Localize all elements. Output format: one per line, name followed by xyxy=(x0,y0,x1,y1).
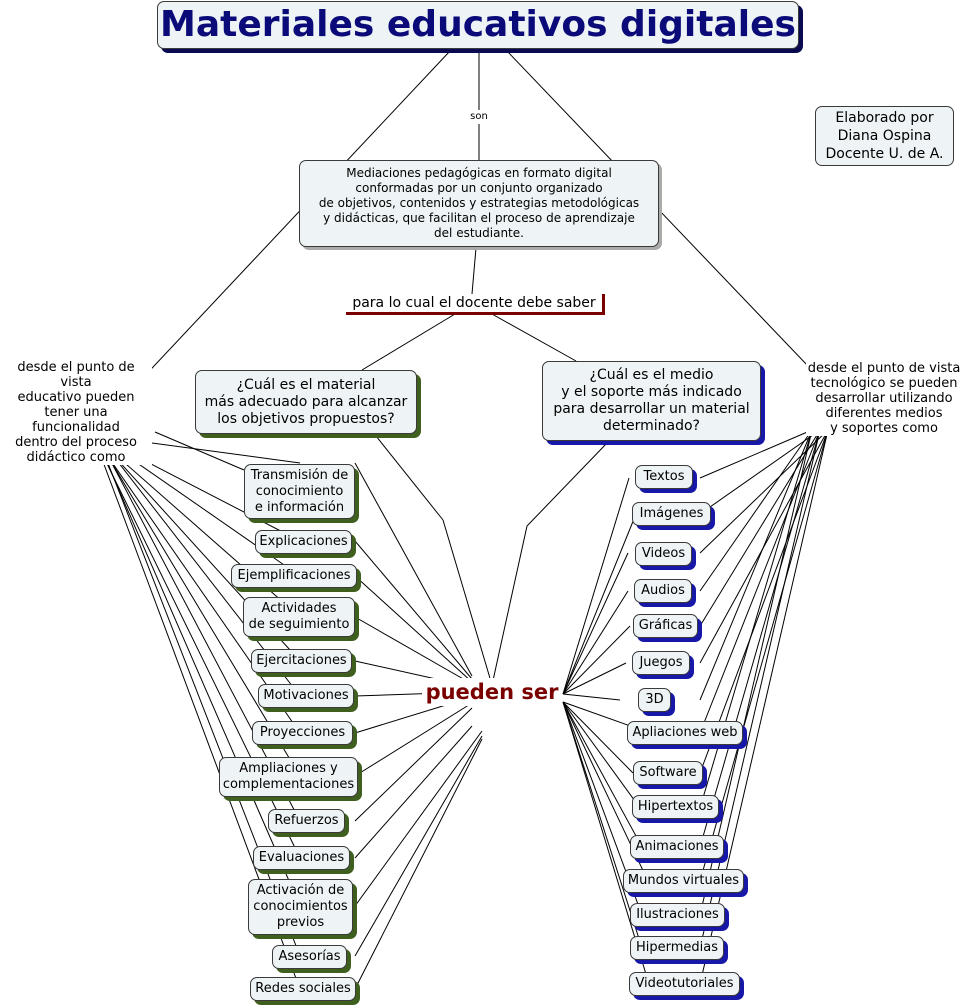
page-title: Materiales educativos digitales xyxy=(157,1,799,49)
author-note: Elaborado por Diana Ospina Docente U. de… xyxy=(815,106,954,166)
line-left-label-item-8 xyxy=(96,434,301,822)
left-item-explicaciones: Explicaciones xyxy=(255,530,352,554)
line-right-label-item-2 xyxy=(699,429,829,554)
left-item-motivaciones: Motivaciones xyxy=(258,684,354,708)
line-left-item-center-11 xyxy=(354,735,483,957)
question-material: ¿Cuál es el material más adecuado para a… xyxy=(195,370,417,434)
line-right-center-item-0 xyxy=(562,477,630,695)
right-item-animaciones: Animaciones xyxy=(630,835,724,859)
left-item-ejemplificaciones: Ejemplificaciones xyxy=(231,564,357,588)
connector-son: son xyxy=(466,110,492,124)
line-right-label-item-13 xyxy=(699,429,821,949)
line-right-label-item-14 xyxy=(699,429,829,985)
left-branch-label: desde el punto de vista educativo pueden… xyxy=(0,360,152,465)
right-item-mundos-virtuales: Mundos virtuales xyxy=(623,869,744,893)
line-right-center-item-10 xyxy=(562,701,643,848)
line-right-center-item-8 xyxy=(562,701,634,774)
left-item-redes-sociales: Redes sociales xyxy=(250,977,356,1001)
line-right-center-item-4 xyxy=(562,625,631,695)
right-item-textos: Textos xyxy=(635,465,693,489)
left-item-asesorias: Asesorías xyxy=(272,945,347,969)
line-right-label-item-9 xyxy=(699,429,813,809)
line-right-center-item-6 xyxy=(562,693,621,701)
line-left-label-item-7 xyxy=(94,434,301,777)
line-definition-saber xyxy=(471,247,477,295)
right-item-juegos: Juegos xyxy=(632,651,690,675)
line-left-label-item-10 xyxy=(94,434,301,907)
left-item-transmision: Transmisión de conocimiento e informació… xyxy=(244,464,355,519)
connector-docente-debe-saber: para lo cual el docente debe saber xyxy=(346,294,605,315)
line-qright-b xyxy=(491,525,528,686)
right-item-software: Software xyxy=(633,761,703,785)
line-right-center-item-2 xyxy=(562,552,629,695)
line-right-label-item-6 xyxy=(699,429,813,701)
line-right-label-item-11 xyxy=(699,429,829,882)
line-right-center-item-13 xyxy=(562,701,643,949)
left-item-actividades: Actividades de seguimiento xyxy=(243,597,355,637)
line-right-center-item-5 xyxy=(562,662,627,695)
line-right-center-item-1 xyxy=(562,513,637,695)
line-left-label-item-6 xyxy=(92,434,301,734)
left-item-refuerzos: Refuerzos xyxy=(268,809,345,833)
center-pueden-ser: pueden ser xyxy=(422,678,562,706)
line-right-center-item-3 xyxy=(562,590,629,695)
line-right-label-item-10 xyxy=(699,429,821,848)
right-item-videotutoriales: Videotutoriales xyxy=(629,972,740,996)
left-item-activacion: Activación de conocimientos previos xyxy=(248,879,353,935)
line-right-label-item-4 xyxy=(699,429,821,627)
line-qright-a xyxy=(526,441,609,527)
question-medio-soporte: ¿Cuál es el medio y el soporte más indic… xyxy=(542,361,761,441)
right-item-audios: Audios xyxy=(634,579,692,603)
right-item-imagenes: Imágenes xyxy=(632,502,711,526)
right-item-hipermedias: Hipermedias xyxy=(630,936,724,960)
line-left-item-center-12 xyxy=(354,738,483,990)
left-item-ejercitaciones: Ejercitaciones xyxy=(251,649,352,673)
line-left-item-center-1 xyxy=(354,540,473,680)
line-left-item-center-7 xyxy=(354,702,473,777)
right-item-aplicaciones-web: Apliaciones web xyxy=(627,721,743,745)
right-item-graficas: Gráficas xyxy=(633,614,698,638)
line-saber-left-question xyxy=(361,313,456,371)
line-saber-right-question xyxy=(491,313,577,362)
line-right-center-item-9 xyxy=(562,701,641,809)
line-right-label-item-1 xyxy=(699,429,821,515)
line-left-item-center-3 xyxy=(354,616,473,685)
left-item-proyecciones: Proyecciones xyxy=(252,721,353,745)
line-qleft-b xyxy=(442,519,493,686)
left-item-evaluaciones: Evaluaciones xyxy=(253,846,350,870)
line-left-item-center-2 xyxy=(354,575,473,683)
line-left-label-transmision xyxy=(154,431,245,471)
line-right-label-item-12 xyxy=(699,429,813,916)
line-left-item-center-0 xyxy=(354,462,473,677)
definition-box: Mediaciones pedagógicas en formato digit… xyxy=(299,160,659,247)
line-left-item-center-10 xyxy=(354,730,483,907)
right-item-ilustraciones: Ilustraciones xyxy=(630,903,725,927)
left-item-ampliaciones: Ampliaciones y complementaciones xyxy=(219,757,358,797)
line-qleft-a xyxy=(375,435,444,521)
right-item-3d: 3D xyxy=(638,688,671,712)
line-right-label-item-0 xyxy=(699,429,813,479)
line-right-label-item-3 xyxy=(699,429,813,592)
right-item-videos: Videos xyxy=(635,542,692,566)
line-left-item-center-9 xyxy=(354,725,473,859)
right-item-hipertextos: Hipertextos xyxy=(632,795,719,819)
line-left-item-center-8 xyxy=(354,707,473,822)
right-branch-label: desde el punto de vista tecnológico se p… xyxy=(806,361,962,436)
